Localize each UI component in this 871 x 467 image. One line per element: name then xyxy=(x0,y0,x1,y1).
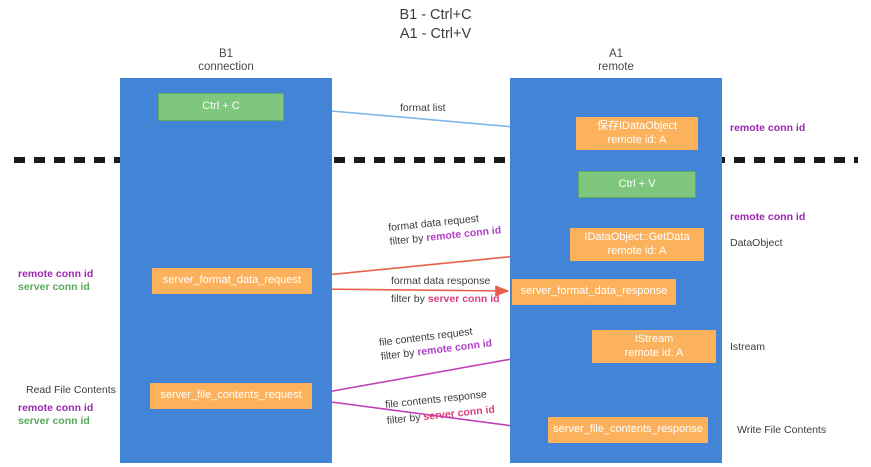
label-format-list: format list xyxy=(400,101,446,115)
label-format-data-response: format data response filter by server co… xyxy=(391,274,500,306)
box-ctrl-v-label: Ctrl + V xyxy=(618,177,656,190)
box-server-file-contents-response-label: server_file_contents_response xyxy=(553,423,703,436)
box-istream[interactable]: IStream remote id: A xyxy=(592,330,716,363)
side-label-left-server-conn-id-2: server conn id xyxy=(18,415,90,427)
box-istream-title: IStream xyxy=(634,333,674,345)
side-label-remote-conn-id-mid: remote conn id xyxy=(730,211,806,223)
side-label-group-conn-ids-bottom: remote conn id server conn id xyxy=(18,402,93,428)
box-getdata-title: IDataObject::GetData xyxy=(584,231,690,243)
box-getdata-subtitle: remote id: A xyxy=(607,244,667,257)
side-label-dataobject: DataObject xyxy=(730,237,783,249)
side-label-left-remote-conn-id-1: remote conn id xyxy=(18,268,94,280)
box-idataobject-title: 保存IDataObject xyxy=(596,120,678,132)
label-file-contents-response: file contents response filter by server … xyxy=(384,387,496,428)
lane-header-a1-name: A1 xyxy=(608,48,624,60)
box-server-format-data-request-label: server_format_data_request xyxy=(162,274,302,287)
lane-header-b1: B1 connection xyxy=(120,48,332,74)
label-file-contents-request: file contents request filter by remote c… xyxy=(378,322,493,363)
box-istream-subtitle: remote id: A xyxy=(624,346,684,359)
filter-prefix: filter by xyxy=(386,411,425,427)
box-idataobject-subtitle: remote id: A xyxy=(607,133,667,146)
lane-header-a1: A1 remote xyxy=(510,48,722,74)
filter-prefix: filter by xyxy=(389,232,427,248)
side-label-left-remote-conn-id-2: remote conn id xyxy=(18,402,94,414)
label-format-data-response-filter: filter by server conn id xyxy=(391,292,500,306)
box-ctrl-c[interactable]: Ctrl + C xyxy=(158,93,284,121)
box-server-format-data-request[interactable]: server_format_data_request xyxy=(152,268,312,294)
side-label-group-conn-ids-top: remote conn id server conn id xyxy=(18,268,93,294)
side-label-istream: Istream xyxy=(730,341,766,353)
filter-prefix: filter by xyxy=(391,293,428,305)
side-label-write-file-contents: Write File Contents xyxy=(737,424,827,436)
lane-header-a1-role: remote xyxy=(598,61,634,73)
side-label-remote-conn-id-top: remote conn id xyxy=(730,122,806,134)
lane-header-b1-name: B1 xyxy=(218,48,234,60)
filter-value-server-conn-id: server conn id xyxy=(427,293,500,305)
diagram-title-line1: B1 - Ctrl+C xyxy=(399,7,472,23)
box-server-file-contents-response[interactable]: server_file_contents_response xyxy=(548,417,708,443)
diagram-title: B1 - Ctrl+C A1 - Ctrl+V xyxy=(0,6,871,44)
box-server-format-data-response[interactable]: server_format_data_response xyxy=(512,279,676,305)
label-format-list-text: format list xyxy=(400,102,446,114)
lane-header-b1-role: connection xyxy=(198,61,254,73)
filter-prefix: filter by xyxy=(380,346,419,363)
box-ctrl-c-label: Ctrl + C xyxy=(202,100,240,113)
label-format-data-response-text: format data response xyxy=(391,275,491,287)
box-server-file-contents-request-label: server_file_contents_request xyxy=(160,389,302,402)
side-label-left-server-conn-id-1: server conn id xyxy=(18,281,90,293)
label-format-data-request: format data request filter by remote con… xyxy=(388,209,502,249)
box-idataobject[interactable]: 保存IDataObject remote id: A xyxy=(576,117,698,150)
side-label-read-file-contents: Read File Contents xyxy=(26,384,116,396)
box-ctrl-v[interactable]: Ctrl + V xyxy=(578,171,696,198)
box-idataobject-getdata[interactable]: IDataObject::GetData remote id: A xyxy=(570,228,704,261)
box-server-format-data-response-label: server_format_data_response xyxy=(520,285,668,298)
diagram-title-line2: A1 - Ctrl+V xyxy=(399,26,472,42)
box-server-file-contents-request[interactable]: server_file_contents_request xyxy=(150,383,312,409)
